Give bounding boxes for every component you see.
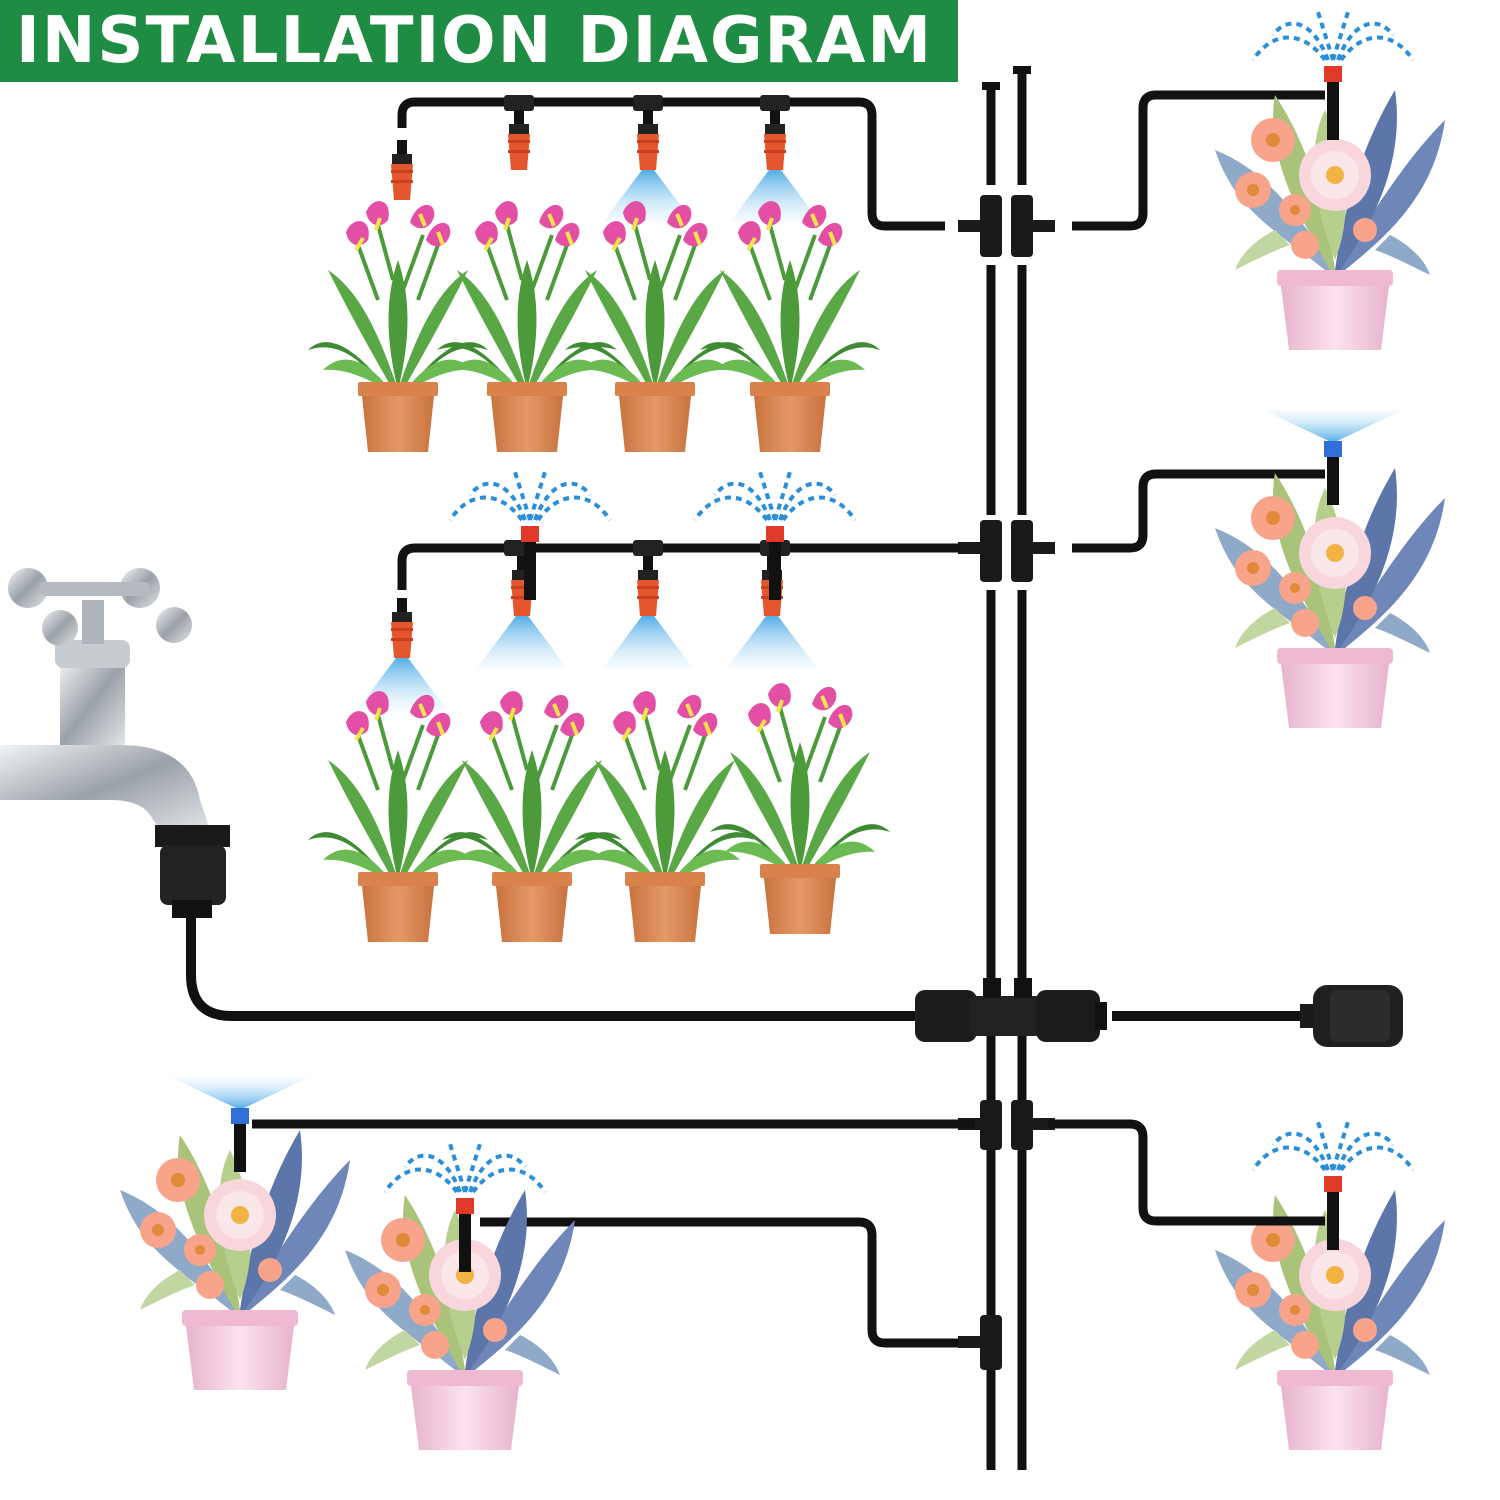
potted-plant-icon: [306, 199, 882, 454]
tube-end-plugs: [982, 66, 1031, 90]
potted-plant-icon: [306, 681, 892, 944]
top-branch-fittings: [504, 95, 790, 111]
end-cap-icon: [1300, 985, 1403, 1047]
hose-connector-icon: [915, 978, 1107, 1042]
tee-connector-icon: [958, 195, 1055, 1150]
middle-branch-tubing: [397, 469, 1325, 590]
bottom-tee-fitting: [958, 1315, 1002, 1370]
bottom-branch-tubing: [252, 1119, 1325, 1348]
mist-nozzle-icon: [391, 110, 820, 222]
top-branch-tubing: [397, 90, 1325, 231]
page-title: INSTALLATION DIAGRAM: [16, 4, 934, 78]
flower-pot-icon: [120, 1130, 575, 1450]
faucet-icon: [0, 568, 230, 918]
main-supply-tubing: [186, 915, 1300, 1021]
title-banner: INSTALLATION DIAGRAM: [0, 0, 958, 82]
main-vertical-tubing: [986, 72, 1027, 1470]
mist-nozzle-icon: [357, 556, 817, 710]
